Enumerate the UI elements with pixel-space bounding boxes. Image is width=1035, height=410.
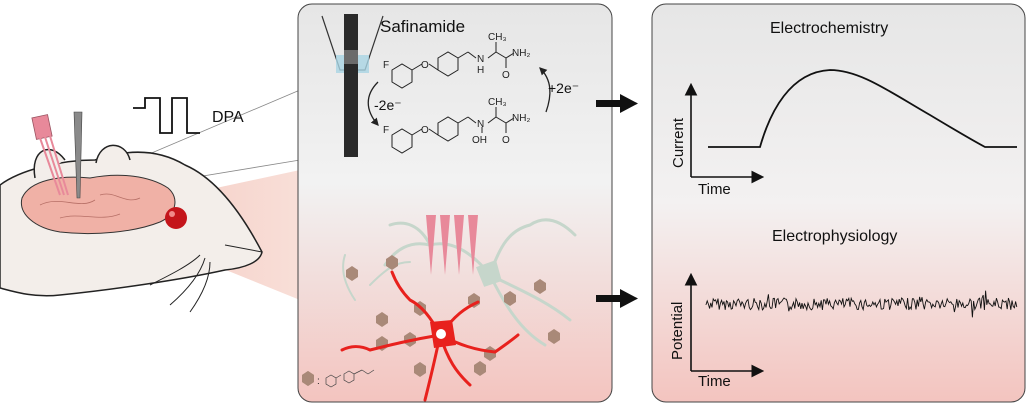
probe-icon [31,114,69,196]
legend-separator: : [317,376,320,387]
middle-panel [297,3,613,403]
potential-axis-label: Potential [669,302,686,360]
electrophysiology-axes [684,272,765,378]
electrophysiology-trace [705,290,1018,318]
reduction-arrow [539,67,551,113]
middle-panel-title: Safinamide [380,17,465,36]
atom-f-1: F [383,60,389,71]
right-panel-top-title: Electrochemistry [770,20,888,37]
atom-o-carbonyl-1: O [502,70,510,81]
oxidation-label: -2e⁻ [374,97,402,113]
atom-nh2-2: NH₂ [512,113,530,124]
probe-shanks-icon [426,215,478,275]
neuron-icon [340,270,520,402]
right-panel [651,3,1026,403]
oxidized-safinamide-structure [391,107,515,154]
right-panel-bottom-title: Electrophysiology [772,228,897,245]
atom-ch3-2: CH₃ [488,97,507,108]
atom-f-2: F [383,125,389,136]
atom-nh2-1: NH₂ [512,48,530,59]
atom-o-carbonyl-2: O [502,135,510,146]
electrochemistry-axes [684,82,765,184]
time-axis-label-bottom: Time [698,373,731,390]
electrode-icon [321,14,384,157]
neuron-nucleus [436,329,446,339]
electrophysiology-signal [705,290,1018,318]
reduction-label: +2e⁻ [548,80,579,96]
atom-n-2: N [477,119,484,130]
safinamide-structure [391,42,515,89]
oxidation-arrow [367,81,379,126]
current-axis-label: Current [670,117,687,168]
legend-molecule-dot [302,371,314,386]
atom-h-1: H [477,65,484,76]
atom-ch3-1: CH₃ [488,32,507,43]
atom-o-1: O [421,60,429,71]
atom-n-1: N [477,54,484,65]
atom-o-2: O [421,125,429,136]
legend-molecule-structure [325,369,375,388]
electrochemistry-trace [708,69,1017,148]
time-axis-label-top: Time [698,181,731,198]
arrow-right-icon [596,94,638,308]
mouse-icon [0,144,263,313]
electrode-icon-mouse [73,111,83,199]
waveform-label: DPA [212,109,244,126]
atom-oh-2: OH [472,135,487,146]
square-wave-icon [133,97,200,134]
